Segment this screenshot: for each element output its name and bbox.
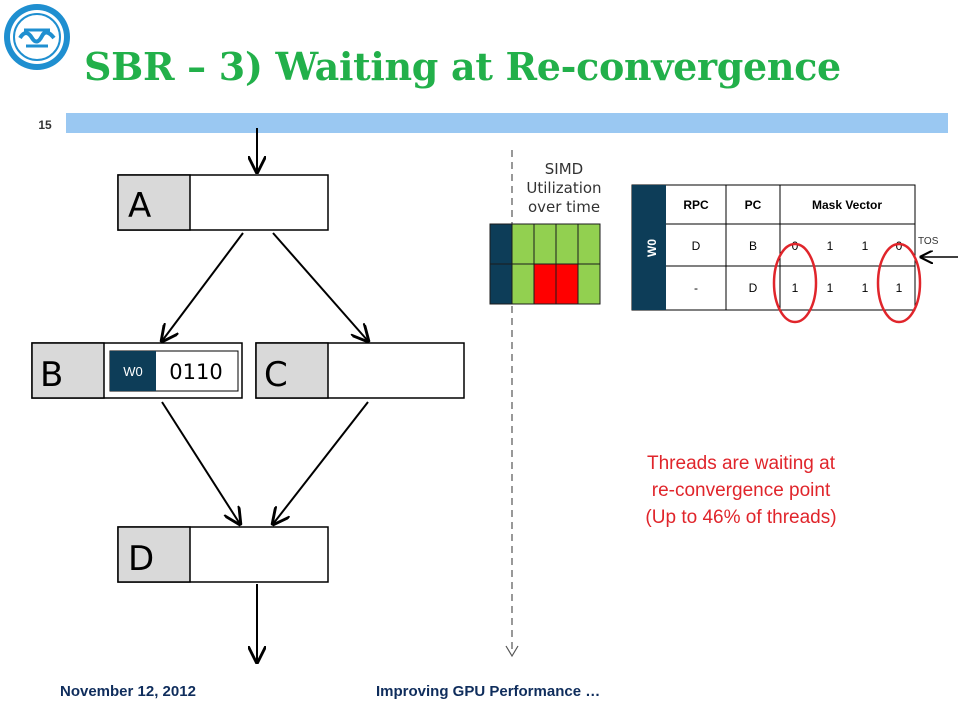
reconvergence-stack: W0 RPC PC Mask Vector D B 0 1 1 0 - D 1 1 1 1 bbox=[631, 184, 916, 311]
slide-title: SBR – 3) Waiting at Re-convergence bbox=[84, 44, 841, 89]
note-text: Threads are waiting at re-convergence po… bbox=[596, 450, 886, 531]
warp-chip: W0 0110 bbox=[109, 350, 239, 392]
footer-title: Improving GPU Performance … bbox=[376, 683, 601, 700]
simd-cell bbox=[489, 263, 513, 305]
slide-number-box bbox=[30, 114, 60, 134]
block-b: B W0 0110 bbox=[31, 342, 243, 399]
highlight-ellipse-right bbox=[876, 242, 922, 324]
stack-cell: B bbox=[749, 239, 757, 253]
block-c-label: C bbox=[264, 355, 288, 395]
stack-cell: 1 bbox=[827, 281, 834, 295]
slide-number: 15 bbox=[38, 118, 52, 132]
block-a-label: A bbox=[128, 186, 151, 226]
tos-label: TOS bbox=[918, 236, 939, 247]
simd-cell bbox=[577, 223, 601, 265]
stack-cell: D bbox=[749, 281, 758, 295]
highlight-ellipse-left bbox=[772, 242, 818, 324]
stack-cell: 1 bbox=[896, 281, 903, 295]
note-line-3: (Up to 46% of threads) bbox=[645, 507, 837, 528]
simd-utilization-label: SIMD Utilization over time bbox=[508, 160, 620, 217]
header-bar bbox=[66, 113, 948, 133]
simd-cell bbox=[555, 263, 579, 305]
block-a: A bbox=[117, 174, 329, 231]
simd-cell bbox=[511, 223, 535, 265]
block-b-label: B bbox=[40, 355, 63, 395]
stack-header-mask: Mask Vector bbox=[812, 198, 882, 212]
note-line-1: Threads are waiting at bbox=[647, 453, 835, 474]
stack-cell: 0 bbox=[896, 239, 903, 253]
warp-chip-label: W0 bbox=[123, 364, 143, 379]
timeline-arrowhead bbox=[505, 645, 519, 658]
simd-utilization-grid bbox=[489, 223, 601, 305]
stack-cell: 0 bbox=[792, 239, 799, 253]
simd-label-line-1: SIMD bbox=[544, 160, 584, 178]
university-logo-icon bbox=[4, 4, 70, 70]
stack-cell: 1 bbox=[862, 239, 869, 253]
block-c: C bbox=[255, 342, 465, 399]
footer-date: November 12, 2012 bbox=[60, 683, 196, 700]
stack-header-pc: PC bbox=[745, 198, 762, 212]
simd-cell bbox=[533, 223, 557, 265]
block-d-label: D bbox=[128, 539, 154, 579]
stack-cell: D bbox=[692, 239, 701, 253]
warp-chip-mask: 0110 bbox=[169, 360, 222, 384]
simd-label-line-3: over time bbox=[527, 198, 601, 216]
edge-c-d bbox=[273, 401, 369, 524]
simd-cell bbox=[511, 263, 535, 305]
stack-warp-label: W0 bbox=[645, 239, 659, 257]
edge-b-d bbox=[161, 401, 240, 524]
simd-cell bbox=[533, 263, 557, 305]
edge-a-c bbox=[272, 232, 368, 341]
simd-cell bbox=[577, 263, 601, 305]
stack-cell: 1 bbox=[827, 239, 834, 253]
simd-cell bbox=[489, 223, 513, 265]
stack-header-rpc: RPC bbox=[683, 198, 709, 212]
note-line-2: re-convergence point bbox=[651, 480, 831, 501]
edge-a-b bbox=[162, 232, 244, 341]
stack-cell: 1 bbox=[862, 281, 869, 295]
block-d: D bbox=[117, 526, 329, 583]
stack-cells: D B 0 1 1 0 - D 1 1 1 1 bbox=[692, 239, 903, 295]
stack-cell: 1 bbox=[792, 281, 799, 295]
stack-cell: - bbox=[694, 281, 698, 295]
simd-cell bbox=[555, 223, 579, 265]
simd-label-line-2: Utilization bbox=[526, 179, 602, 197]
